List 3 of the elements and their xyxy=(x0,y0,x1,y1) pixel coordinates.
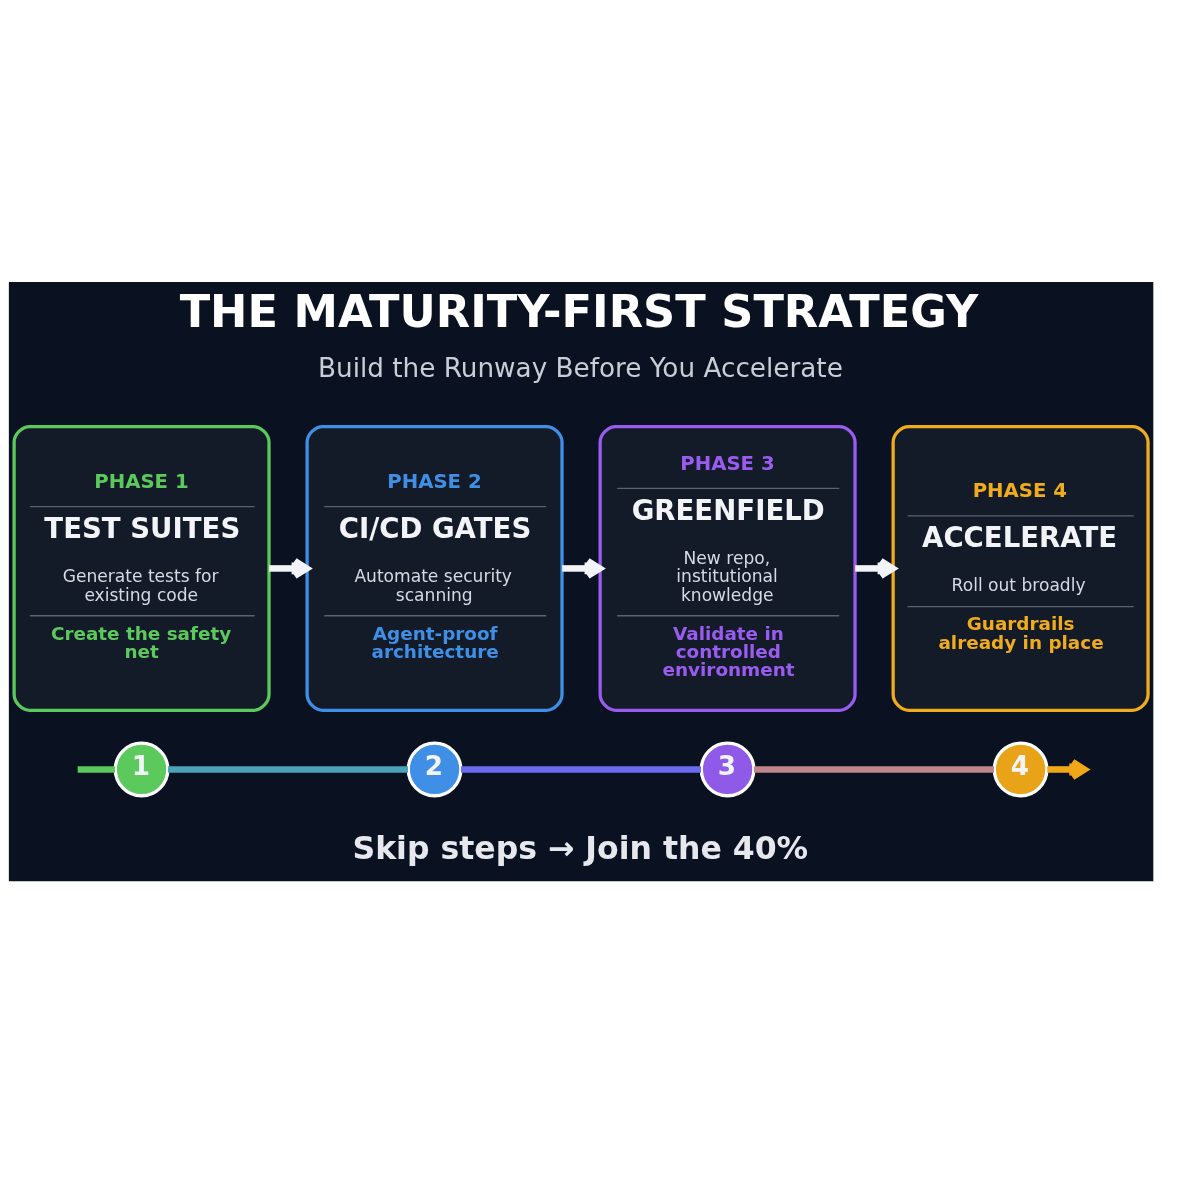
label: Skip steps → Join the 40% xyxy=(352,829,809,866)
diagram-title: THE MATURITY-FIRST STRATEGY xyxy=(179,285,979,338)
label: Build the Runway Before You Accelerate xyxy=(318,352,843,383)
